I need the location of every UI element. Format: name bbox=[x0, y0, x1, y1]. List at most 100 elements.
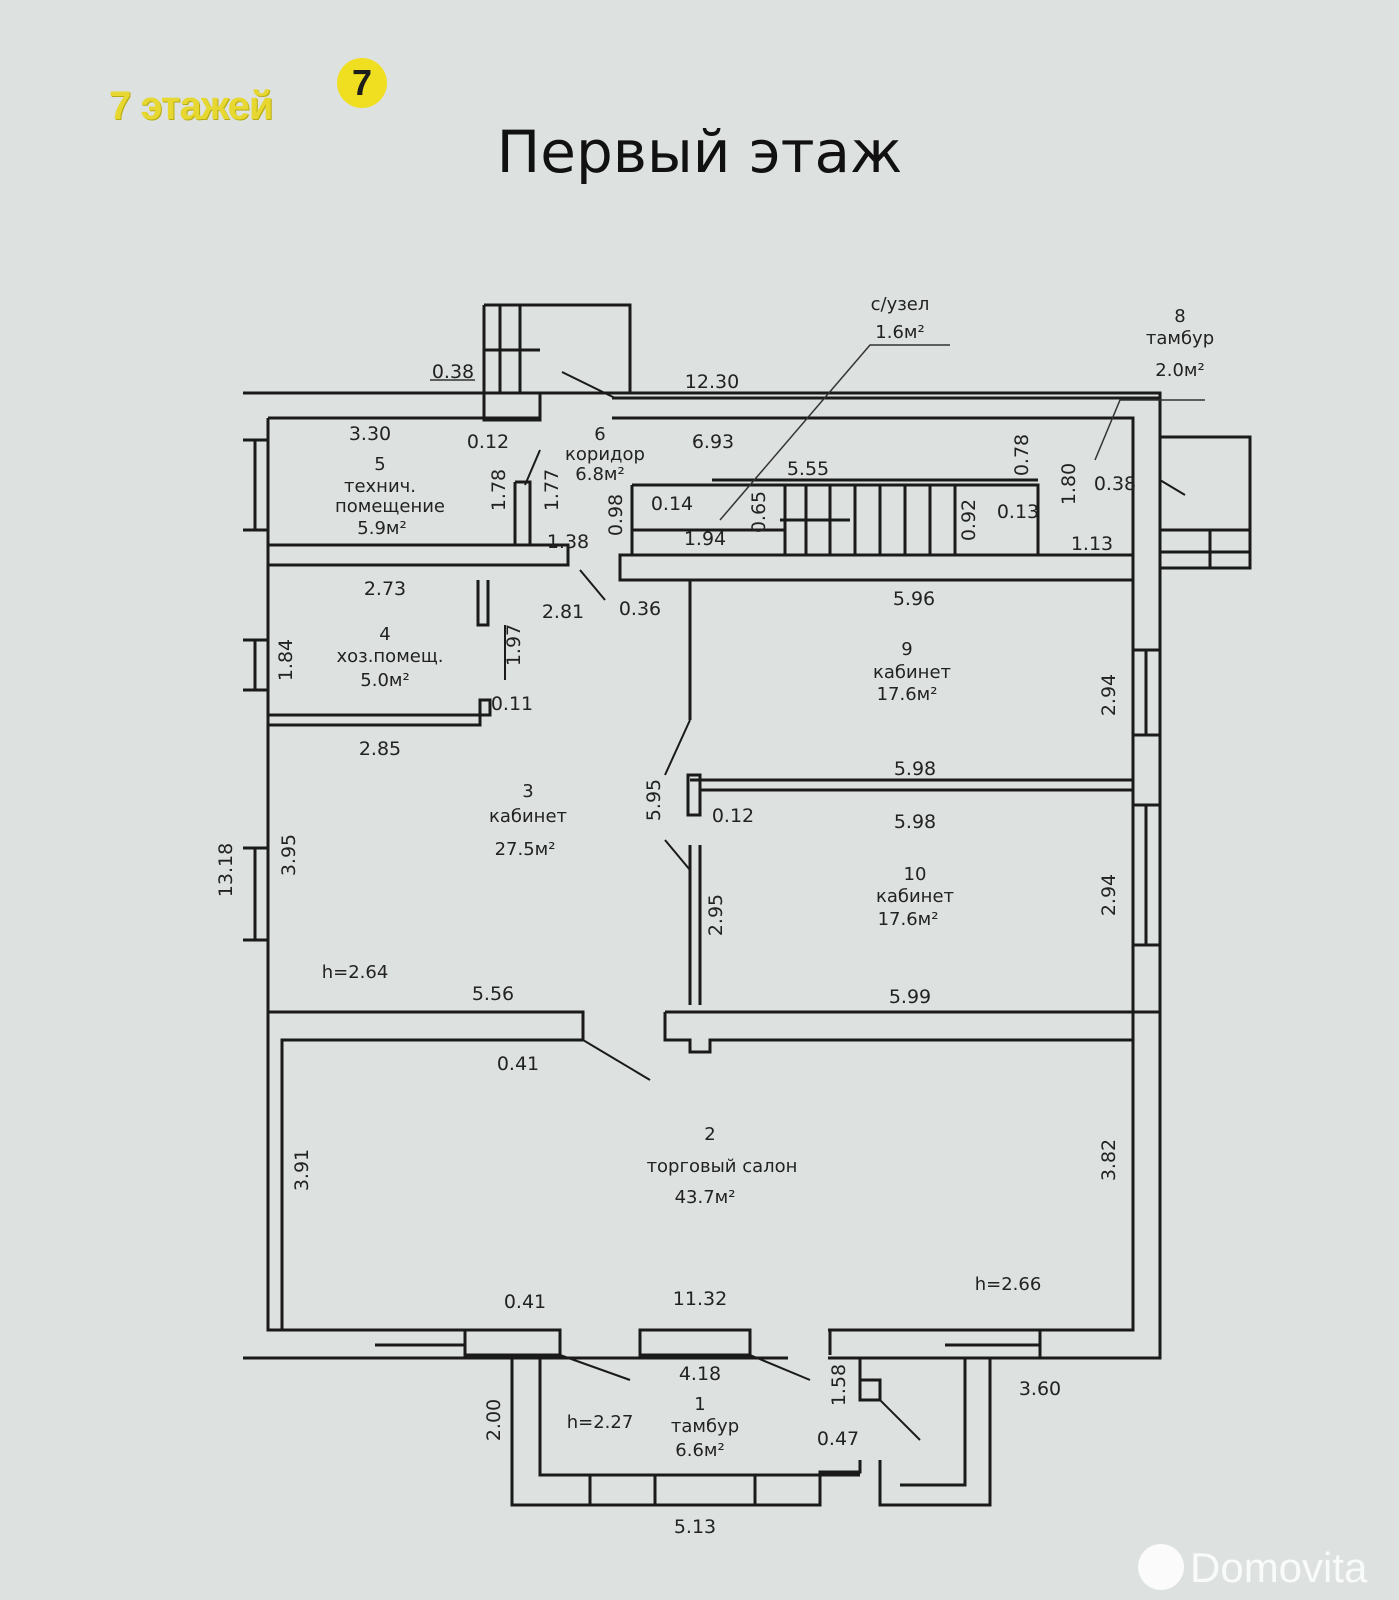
bottom-window-2 bbox=[945, 1328, 1040, 1347]
dim-label: 5.99 bbox=[889, 986, 931, 1008]
room-9-name: кабинет bbox=[873, 662, 951, 683]
dim-label: 1.97 bbox=[503, 624, 525, 666]
room-6-number: 6 bbox=[594, 424, 605, 445]
dim-label: 3.82 bbox=[1098, 1139, 1120, 1181]
room-5-name: технич. bbox=[344, 476, 416, 497]
dim-label: 0.47 bbox=[817, 1428, 859, 1450]
dim-label: 3.95 bbox=[278, 834, 300, 876]
dim-label: 2.95 bbox=[705, 894, 727, 936]
room-7-area: 1.6м² bbox=[875, 322, 924, 343]
top-block bbox=[482, 393, 542, 422]
dim-label: 0.92 bbox=[958, 499, 980, 541]
dim-label: 2.94 bbox=[1098, 874, 1120, 916]
dim-label: 5.95 bbox=[643, 779, 665, 821]
dim-label: 1.78 bbox=[488, 469, 510, 511]
stair-box bbox=[630, 478, 1040, 555]
dim-label: 0.38 bbox=[1094, 473, 1136, 495]
dim-label: 0.14 bbox=[651, 493, 693, 515]
walls bbox=[243, 303, 1252, 1507]
left-window-3 bbox=[243, 846, 268, 942]
room-1-area: 6.6м² bbox=[675, 1440, 724, 1461]
dim-label: 5.98 bbox=[894, 811, 936, 833]
room-10-name: кабинет bbox=[876, 886, 954, 907]
wall-9-10 bbox=[686, 773, 1135, 817]
room-10-area: 17.6м² bbox=[878, 909, 939, 930]
room-7-name: с/узел bbox=[871, 294, 930, 315]
room-5-area: 5.9м² bbox=[357, 518, 406, 539]
right-window-2 bbox=[1133, 803, 1160, 947]
wall-3-9 bbox=[688, 580, 702, 1005]
vestibule-right bbox=[858, 1358, 992, 1507]
stair-treads bbox=[780, 485, 957, 555]
top-duct bbox=[482, 303, 632, 393]
dim-label: 11.32 bbox=[673, 1288, 727, 1310]
room-5-name2: помещение bbox=[335, 496, 445, 517]
dim-label: 2.94 bbox=[1098, 674, 1120, 716]
logo-badge: 7 bbox=[337, 58, 387, 108]
dim-label: 5.96 bbox=[893, 588, 935, 610]
dim-label: 4.18 bbox=[679, 1363, 721, 1385]
room-1-name: тамбур bbox=[671, 1416, 739, 1437]
dim-label: 3.91 bbox=[291, 1149, 313, 1191]
dim-label: 5.56 bbox=[472, 983, 514, 1005]
dim-label: 0.78 bbox=[1011, 434, 1033, 476]
dim-label: 13.18 bbox=[215, 843, 237, 897]
room-8-name: тамбур bbox=[1146, 328, 1214, 349]
dim-label: 0.36 bbox=[619, 598, 661, 620]
dim-label: 0.41 bbox=[504, 1291, 546, 1313]
watermark-text: Domovita bbox=[1190, 1544, 1368, 1591]
dim-label: 1.58 bbox=[828, 1364, 850, 1406]
room-2-area: 43.7м² bbox=[675, 1187, 736, 1208]
dim-label: 1.94 bbox=[684, 528, 726, 550]
dim-label: 0.12 bbox=[467, 431, 509, 453]
corridor-top-wall bbox=[612, 396, 1160, 420]
room-5-number: 5 bbox=[374, 454, 385, 475]
dim-label: 0.41 bbox=[497, 1053, 539, 1075]
wall-4-right bbox=[476, 580, 490, 627]
wall-4-bottom bbox=[268, 698, 492, 727]
dim-label: 2.00 bbox=[483, 1399, 505, 1441]
room-2-name: торговый салон bbox=[647, 1156, 798, 1177]
height-room-2: h=2.66 bbox=[975, 1274, 1042, 1295]
height-room-3: h=2.64 bbox=[322, 962, 389, 983]
dim-label: 0.11 bbox=[491, 693, 533, 715]
room-labels: 5 технич. помещение 5.9м² 6 коридор 6.8м… bbox=[322, 294, 1214, 1461]
dim-label: 3.60 bbox=[1019, 1378, 1061, 1400]
room-3-name: кабинет bbox=[489, 806, 567, 827]
left-window-2 bbox=[243, 638, 268, 692]
dim-label: 0.12 bbox=[712, 805, 754, 827]
dimension-labels: 0.38 12.30 3.30 0.12 6.93 5.55 0.78 1.80… bbox=[215, 361, 1136, 1538]
page-title: Первый этаж bbox=[496, 118, 903, 186]
room-8-number: 8 bbox=[1174, 306, 1185, 327]
wall-5-bottom bbox=[268, 543, 570, 567]
dim-label: 1.13 bbox=[1071, 533, 1113, 555]
left-window-1 bbox=[243, 438, 268, 532]
dim-label: 0.98 bbox=[605, 494, 627, 536]
room-4-name: хоз.помещ. bbox=[336, 646, 443, 667]
wall-9-top bbox=[618, 553, 1135, 582]
room-8-area: 2.0м² bbox=[1155, 360, 1204, 381]
logo-text: 7 этажей bbox=[109, 84, 273, 128]
dim-label: 1.77 bbox=[541, 469, 563, 511]
dim-label: 0.13 bbox=[997, 501, 1039, 523]
dim-label: 3.30 bbox=[349, 423, 391, 445]
domovita-watermark: Domovita bbox=[1138, 1540, 1388, 1592]
dim-label: 2.73 bbox=[364, 578, 406, 600]
dim-label: 5.13 bbox=[674, 1516, 716, 1538]
room-9-area: 17.6м² bbox=[877, 684, 938, 705]
door-arcs bbox=[504, 371, 1186, 1441]
dim-label: 1.84 bbox=[275, 639, 297, 681]
vestibule-8 bbox=[1160, 435, 1252, 570]
brand-logo: 7 этажей 7 bbox=[105, 52, 395, 132]
height-room-1: h=2.27 bbox=[567, 1412, 634, 1433]
dim-label: 5.55 bbox=[787, 458, 829, 480]
room-2-number: 2 bbox=[704, 1124, 715, 1145]
leader-lines bbox=[430, 344, 1205, 521]
dim-label: 1.80 bbox=[1058, 463, 1080, 505]
dim-label: 5.98 bbox=[894, 758, 936, 780]
room-1-number: 1 bbox=[694, 1394, 705, 1415]
room-4-area: 5.0м² bbox=[360, 670, 409, 691]
dim-label: 2.85 bbox=[359, 738, 401, 760]
dim-label: 12.30 bbox=[685, 371, 739, 393]
